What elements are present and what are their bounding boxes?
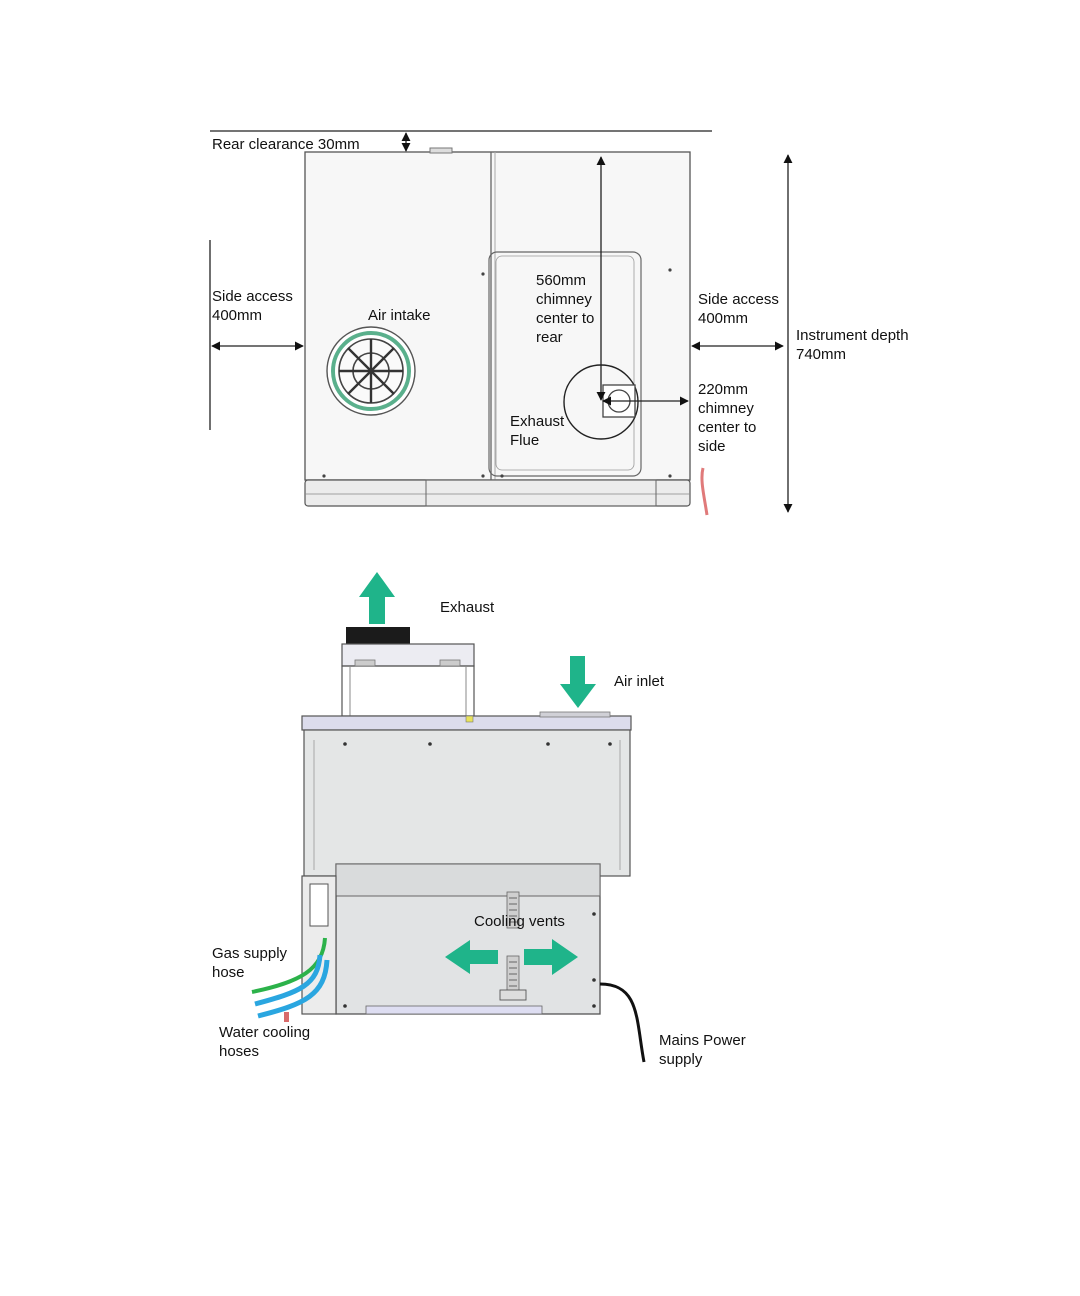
side-access-left-label: Side access 400mm xyxy=(212,287,293,325)
exhaust-arrow-icon xyxy=(359,572,395,624)
rear-clearance-label: Rear clearance 30mm xyxy=(212,135,360,154)
mains-power-cable xyxy=(600,984,644,1062)
air-intake-fan-icon xyxy=(327,327,415,415)
air-intake-label: Air intake xyxy=(368,306,431,325)
chimney-side-label: 220mm chimney center to side xyxy=(698,380,756,456)
outlet-hose-top xyxy=(702,468,707,515)
chimney-rear-label: 560mm chimney center to rear xyxy=(536,271,594,347)
front-rail xyxy=(305,480,690,506)
air-inlet-grille xyxy=(540,712,610,717)
side-view xyxy=(252,572,644,1062)
lower-rail xyxy=(366,1006,542,1014)
instrument-depth-label: Instrument depth 740mm xyxy=(796,326,909,364)
water-cooling-label: Water cooling hoses xyxy=(219,1023,310,1061)
exhaust-chimney-cap xyxy=(346,627,410,644)
gas-supply-label: Gas supply hose xyxy=(212,944,287,982)
instrument-body-top xyxy=(305,152,690,480)
mains-power-label: Mains Power supply xyxy=(659,1031,746,1069)
rear-tab xyxy=(430,148,452,153)
upper-body xyxy=(304,730,630,876)
side-access-right-label: Side access 400mm xyxy=(698,290,779,328)
exhaust-label: Exhaust xyxy=(440,598,494,617)
exhaust-flue-label: Exhaust Flue xyxy=(510,412,564,450)
air-inlet-label: Air inlet xyxy=(614,672,664,691)
cooling-vents-label: Cooling vents xyxy=(474,912,565,931)
drain-fitting xyxy=(284,1012,289,1022)
air-inlet-arrow-icon xyxy=(560,656,596,708)
